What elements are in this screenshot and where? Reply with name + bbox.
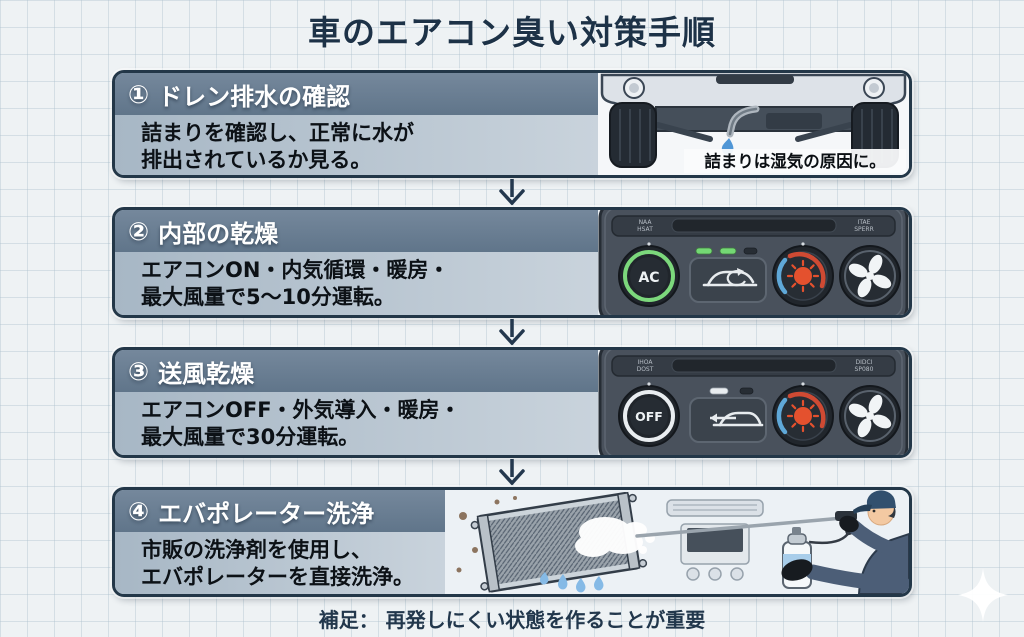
caption-band — [684, 149, 906, 173]
panel-label-left-line2: HSAT — [637, 226, 653, 233]
climate-panel-drawing-on: NAA HSAT ITAE SPERR AC — [598, 210, 909, 315]
off-button: OFF — [618, 382, 680, 447]
temp-dial — [772, 242, 834, 307]
panel-label-right-line2: SPERR — [854, 226, 874, 233]
recirculation-button — [689, 247, 767, 303]
page-title: 車のエアコン臭い対策手順 — [308, 13, 716, 52]
step-1-title: ドレン排水の確認 — [158, 82, 351, 111]
step-4-number: ④ — [128, 496, 150, 526]
fan-icon — [848, 254, 892, 298]
step-3-description: エアコンOFF・外気導入・暖房・ 最大風量で30分運転。 — [115, 392, 598, 455]
worker-cap — [866, 490, 896, 509]
panel-label-right-line1: ITAE — [858, 219, 871, 226]
sun-icon — [794, 267, 812, 285]
worker-figure — [781, 490, 909, 594]
step-4-desc-line-1: 市販の洗浄剤を使用し、 — [141, 538, 372, 562]
led-slot — [743, 247, 758, 255]
step-2-number: ② — [128, 216, 150, 246]
glove-on-can — [781, 559, 813, 581]
step-2-text-column: ② 内部の乾燥 エアコンON・内気循環・暖房・ 最大風量で5〜10分運転。 — [115, 210, 598, 315]
step-3-desc-line-2: 最大風量で30分運転。 — [141, 425, 360, 450]
step-3-heading: ③ 送風乾燥 — [115, 350, 598, 392]
evaporator-cleaning-illustration — [445, 490, 909, 594]
cap-brim — [853, 504, 872, 514]
step-4-heading: ④ エバポレーター洗浄 — [115, 490, 445, 532]
glove-on-gun — [839, 515, 859, 533]
hot-arc — [787, 391, 826, 429]
car-grille — [716, 75, 794, 84]
step-1-desc-line-2: 排出されているか見る。 — [141, 148, 372, 173]
step-card-3: ③ 送風乾燥 エアコンOFF・外気導入・暖房・ 最大風量で30分運転。 IHOA… — [112, 347, 912, 458]
sparkle-icon — [958, 568, 1008, 622]
step-3-number: ③ — [128, 356, 150, 386]
evaporator-cleaning-drawing — [445, 490, 909, 594]
sun-icon — [794, 407, 812, 425]
step-1-heading: ① ドレン排水の確認 — [115, 73, 598, 115]
ac-button: AC — [618, 242, 680, 307]
panel-label-left-line1: IHOA — [637, 359, 653, 366]
step-3-title: 送風乾燥 — [158, 359, 255, 388]
worker-lower-arm — [805, 564, 909, 592]
dirt-specks — [456, 496, 517, 573]
step-1-description: 詰まりを確認し、正常に水が 排出されているか見る。 — [115, 115, 598, 175]
climate-panel-ac-off-illustration: IHOA DOST DIDCI SP080 OFF — [598, 350, 909, 455]
ac-button-label: AC — [638, 270, 659, 286]
recirculation-arrow-icon — [726, 270, 746, 287]
fan-dial — [839, 245, 901, 307]
step-4-desc-line-2: エバポレーターを直接洗浄。 — [141, 565, 414, 590]
flow-arrow-down-2 — [496, 319, 528, 346]
climate-panel-drawing-off: IHOA DOST DIDCI SP080 OFF — [598, 350, 909, 455]
liquid-drips — [540, 572, 604, 593]
off-button-label: OFF — [635, 409, 663, 424]
step-1-desc-line-1: 詰まりを確認し、正常に水が — [141, 121, 414, 145]
step-4-description: 市販の洗浄剤を使用し、 エバポレーターを直接洗浄。 — [115, 532, 445, 594]
step-1-image-caption: 詰まりは湿気の原因に。 — [704, 151, 886, 171]
step-2-description: エアコンON・内気循環・暖房・ 最大風量で5〜10分運転。 — [115, 252, 598, 315]
step-card-4: ④ エバポレーター洗浄 市販の洗浄剤を使用し、 エバポレーターを直接洗浄。 — [112, 487, 912, 597]
spray-wand — [635, 516, 845, 538]
green-led-2 — [719, 247, 737, 255]
fresh-air-button — [689, 387, 767, 443]
step-2-desc-line-1: エアコンON・内気循環・暖房・ — [141, 258, 450, 282]
panel-label-right-line2: SP080 — [855, 366, 874, 373]
cold-arc — [776, 397, 788, 435]
fan-icon — [848, 394, 892, 438]
step-1-text-column: ① ドレン排水の確認 詰まりを確認し、正常に水が 排出されているか見る。 — [115, 73, 598, 175]
step-card-2: ② 内部の乾燥 エアコンON・内気循環・暖房・ 最大風量で5〜10分運転。 NA… — [112, 207, 912, 318]
flow-arrow-down-1 — [496, 179, 528, 206]
panel-label-left-line1: NAA — [639, 219, 653, 226]
step-3-desc-line-1: エアコンOFF・外気導入・暖房・ — [141, 398, 461, 422]
gun-hose — [808, 531, 851, 545]
dashboard-sketch — [666, 499, 764, 581]
step-4-title: エバポレーター洗浄 — [158, 499, 375, 528]
panel-label-left-line2: DOST — [637, 366, 654, 373]
step-2-title: 内部の乾燥 — [158, 219, 279, 248]
step-2-desc-line-2: 最大風量で5〜10分運転。 — [141, 285, 395, 310]
step-2-heading: ② 内部の乾燥 — [115, 210, 598, 252]
white-led — [709, 387, 729, 395]
led-slot — [739, 387, 754, 395]
cold-arc — [776, 257, 788, 295]
climate-panel-ac-on-illustration: NAA HSAT ITAE SPERR AC — [598, 210, 909, 315]
step-3-text-column: ③ 送風乾燥 エアコンOFF・外気導入・暖房・ 最大風量で30分運転。 — [115, 350, 598, 455]
fan-dial — [839, 385, 901, 447]
step-card-1: ① ドレン排水の確認 詰まりを確認し、正常に水が 排出されているか見る。 — [112, 70, 912, 178]
cleaning-foam — [575, 517, 655, 557]
step-1-number: ① — [128, 79, 150, 109]
car-underside-drawing: 詰まりは湿気の原因に。 — [598, 73, 909, 175]
flow-arrow-down-3 — [496, 459, 528, 486]
step-4-text-column: ④ エバポレーター洗浄 市販の洗浄剤を使用し、 エバポレーターを直接洗浄。 — [115, 490, 445, 594]
green-led-1 — [695, 247, 713, 255]
temp-dial — [772, 382, 834, 447]
worker-hair — [888, 502, 896, 518]
tire-left — [609, 102, 657, 168]
panel-label-right-line1: DIDCI — [856, 359, 873, 366]
hot-arc — [787, 251, 826, 289]
footer-note: 補足： 再発しにくい状態を作ることが重要 — [318, 608, 706, 632]
car-underside-illustration: 詰まりは湿気の原因に。 — [598, 73, 909, 175]
